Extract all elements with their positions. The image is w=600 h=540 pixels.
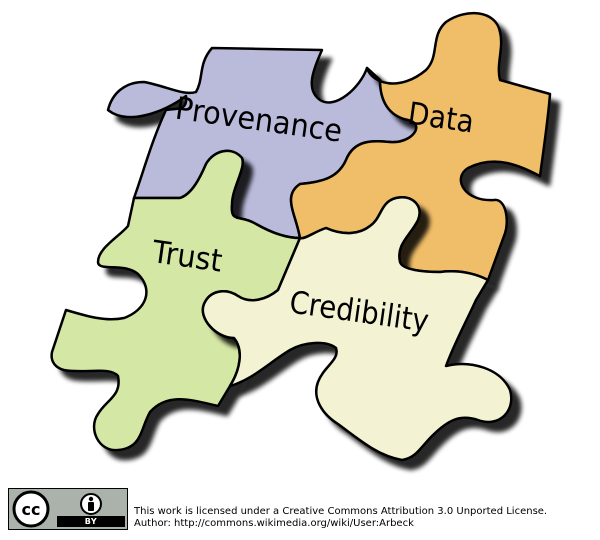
- license-line: This work is licensed under a Creative C…: [134, 506, 548, 517]
- cc-mark: cc: [22, 500, 41, 519]
- license-bar: cc BY This work is licensed under a Crea…: [8, 488, 592, 532]
- attribution-person-icon: [80, 493, 102, 515]
- creative-commons-icon: cc: [12, 490, 50, 528]
- license-text: This work is licensed under a Creative C…: [134, 506, 547, 530]
- piece-shape-trust: [50, 149, 302, 452]
- puzzle-diagram: Provenance Data Trust Credibility: [50, 11, 552, 462]
- cc-by-badge[interactable]: cc BY: [8, 488, 128, 530]
- by-strip: BY: [57, 516, 125, 527]
- puzzle-piece-trust: [50, 149, 302, 452]
- puzzle-piece-credibility: [201, 195, 513, 462]
- author-line: Author: http://commons.wikimedia.org/wik…: [134, 518, 414, 529]
- piece-shape-credibility: [201, 195, 513, 462]
